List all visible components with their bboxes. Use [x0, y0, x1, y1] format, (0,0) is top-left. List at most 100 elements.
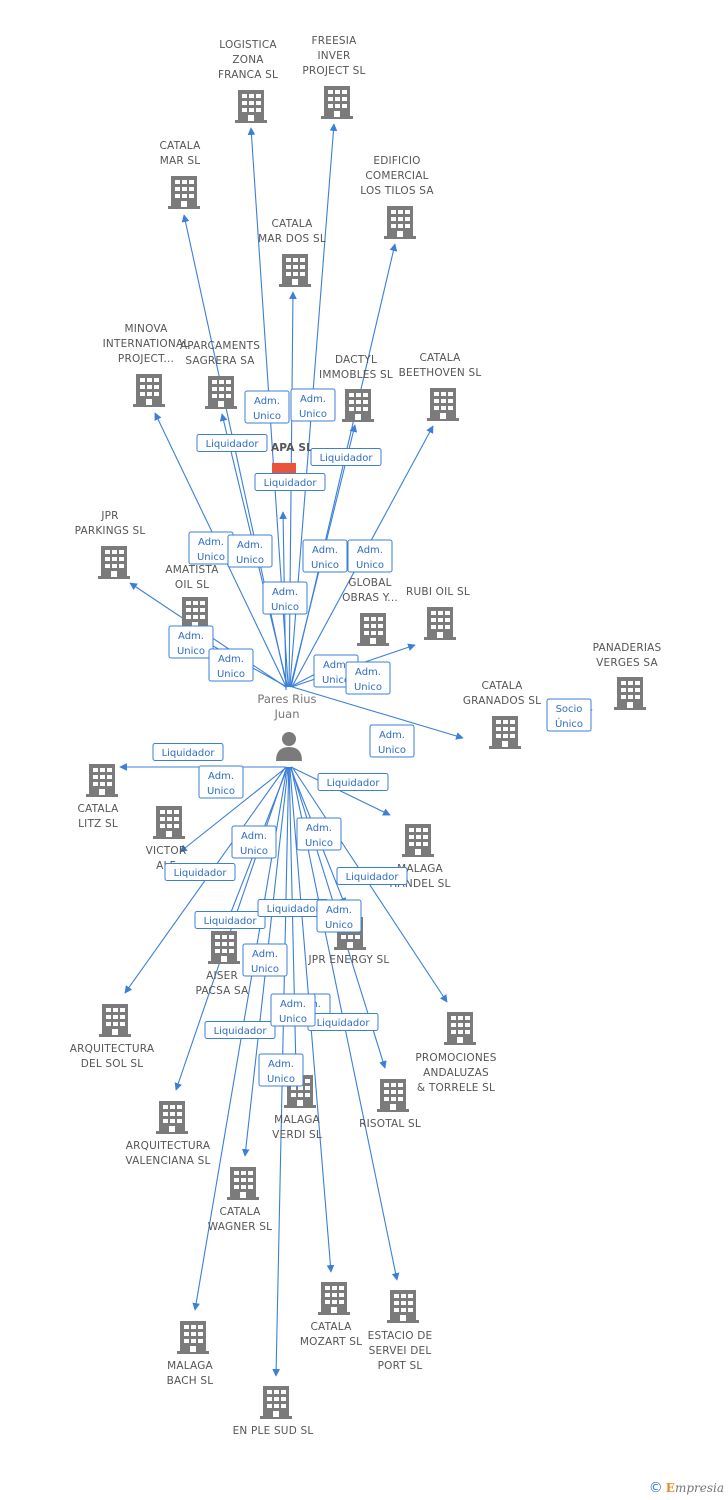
company-node-risotal[interactable]: RISOTAL SL [359, 1079, 421, 1130]
relation-label[interactable]: Adm.Unico [345, 661, 391, 695]
relation-label[interactable]: Adm.Unico [208, 648, 254, 682]
building-icon [321, 86, 353, 119]
relation-text: Adm. [355, 667, 381, 678]
company-label: MOZART SL [300, 1336, 362, 1348]
relation-label[interactable]: Adm. Unico [168, 625, 214, 659]
relation-label[interactable]: Liquidador [254, 473, 326, 491]
relation-text: Unico [325, 920, 353, 931]
relation-label[interactable]: Adm.Unico [188, 531, 234, 565]
relation-label[interactable]: Liquidador [336, 867, 408, 885]
company-node-arq-sol[interactable]: ARQUITECTURA DEL SOL SL [70, 1004, 155, 1070]
building-icon [99, 1004, 131, 1037]
relation-label[interactable]: Adm.Unico [347, 539, 393, 573]
company-label: FREESIA [312, 35, 358, 47]
company-label: GRANADOS SL [463, 695, 541, 707]
company-label: CATALA [420, 352, 462, 364]
building-icon [208, 931, 240, 964]
building-icon [427, 388, 459, 421]
company-label: INTERNATIONAL [103, 338, 190, 350]
relation-text: Adm. [312, 545, 338, 556]
company-label: AMATISTA [165, 564, 219, 576]
building-icon [133, 374, 165, 407]
company-label: ARQUITECTURA [70, 1043, 155, 1055]
relation-label[interactable]: Adm.Unico [369, 724, 415, 758]
relation-label[interactable]: Adm.Unico [198, 765, 244, 799]
relation-text: Unico [177, 646, 205, 657]
company-label: LOS TILOS SA [360, 185, 434, 197]
relation-label[interactable]: Adm.Unico [296, 817, 342, 851]
company-node-dactyl[interactable]: DACTYL IMMOBLES SL [319, 354, 393, 422]
relation-label[interactable]: Liquidador [310, 448, 382, 466]
relation-label[interactable]: Adm.Unico [316, 899, 362, 933]
relation-label[interactable]: Liquidador [194, 911, 266, 929]
relation-text: Unico [197, 552, 225, 563]
company-label: AISER [206, 970, 238, 982]
relation-label[interactable]: Liquidador [164, 863, 236, 881]
company-label: DEL SOL SL [81, 1058, 144, 1070]
relation-text: Unico [279, 1014, 307, 1025]
building-icon [444, 1012, 476, 1045]
relation-label[interactable]: Liquidador [152, 743, 224, 761]
relation-label[interactable]: Adm.Unico [242, 943, 288, 977]
relation-text: Liquidador [327, 778, 381, 789]
relation-label[interactable]: Adm.Unico [302, 539, 348, 573]
relation-label[interactable]: Adm.Unico [290, 388, 336, 422]
relation-label[interactable]: Liquidador [204, 1021, 276, 1039]
company-label: FRANCA SL [218, 69, 278, 81]
relation-label[interactable]: Liquidador [307, 1013, 379, 1031]
relation-text: Liquidador [214, 1026, 268, 1037]
relation-label[interactable]: Adm.Unico [244, 390, 290, 424]
relation-label[interactable]: Liquidador [317, 773, 389, 791]
company-node-rubi-oil[interactable]: RUBI OIL SL [406, 586, 470, 640]
company-node-en-ple-sud[interactable]: EN PLE SUD SL [233, 1386, 314, 1437]
relation-label[interactable]: Adm.Unico [258, 1053, 304, 1087]
company-node-minova[interactable]: MINOVAINTERNATIONALPROJECT... [103, 323, 190, 407]
company-node-aiser[interactable]: AISER PACSA SA [195, 931, 249, 997]
relation-text: Liquidador [174, 868, 228, 879]
company-label: MAR DOS SL [258, 233, 326, 245]
relation-label[interactable]: Adm.Unico [270, 993, 316, 1027]
company-node-jpr-energy[interactable]: JPR ENERGY SL [308, 917, 390, 966]
company-label: IMMOBLES SL [319, 369, 393, 381]
company-label: DACTYL [335, 354, 377, 366]
relation-label[interactable]: Adm.Unico [262, 581, 308, 615]
company-label: PACSA SA [195, 985, 249, 997]
empresia-logo: Empresia [665, 1481, 724, 1495]
building-icon [279, 254, 311, 287]
company-node-victor[interactable]: VICTORALF [146, 806, 187, 872]
relation-text: Adm. [178, 631, 204, 642]
building-icon [342, 389, 374, 422]
company-label: VERGES SA [596, 657, 658, 669]
relation-label[interactable]: Liquidador [196, 434, 268, 452]
company-label: ESTACIO DE [368, 1330, 433, 1342]
company-label: RISOTAL SL [359, 1118, 421, 1130]
building-icon [177, 1321, 209, 1354]
company-label: CATALA [78, 803, 120, 815]
copyright-symbol: © [648, 1480, 663, 1496]
relation-label[interactable]: Adm.Unico [231, 825, 277, 859]
relation-label[interactable]: Adm.Unico [227, 534, 273, 568]
